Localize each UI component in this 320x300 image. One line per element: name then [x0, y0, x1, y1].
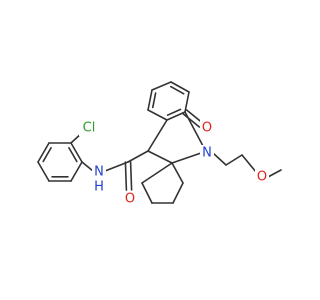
- amide-oxygen-label: O: [125, 192, 135, 207]
- c3-n2-bond: [171, 152, 202, 164]
- amide-carbonyl-double-bond-a: [124, 161, 128, 191]
- c8a-c4-bond: [147, 119, 168, 152]
- fused-benzene-bond: [147, 89, 153, 111]
- benzyl-ring-bond: [37, 142, 50, 163]
- benzyl-ring-inner-bond: [42, 146, 52, 163]
- bond-layer: [37, 81, 282, 204]
- spiro-ring-bond: [172, 182, 184, 204]
- lactam-carbonyl-double-bond-b: [185, 109, 204, 124]
- lactam-oxygen-label: O: [202, 121, 212, 136]
- amide-n-carbonyl-bond: [104, 161, 129, 172]
- lactam-oxygen-atom: O: [200, 120, 214, 136]
- benzyl-ring-bond: [70, 161, 83, 182]
- fused-benzene-inner-bond: [166, 108, 182, 116]
- c4-c3-bond: [147, 150, 173, 164]
- chlorine-atom: Cl: [79, 120, 99, 136]
- amide-nitrogen-label: N: [94, 165, 104, 180]
- spiro-ring-bond: [171, 162, 184, 184]
- benzyl-ring-bond: [70, 142, 83, 163]
- chlorine-label: Cl: [83, 121, 96, 136]
- atom-label-layer: Cl N H O O N O: [79, 120, 269, 207]
- ether-oxygen-label: O: [257, 170, 267, 185]
- fused-benzene-bond: [147, 109, 168, 121]
- structure-canvas: Cl N H O O N O: [37, 81, 282, 207]
- ch2-ch2-bond: [225, 154, 243, 166]
- fused-benzene-bond: [151, 81, 172, 91]
- benzyl-ch2-bond: [81, 161, 94, 172]
- ring-nitrogen-atom: N: [200, 145, 214, 161]
- fused-benzene-inner-bond: [151, 92, 157, 109]
- fused-benzene-bond: [166, 111, 186, 121]
- amide-nh-group: N H: [92, 164, 106, 196]
- fused-benzene-bond: [170, 81, 190, 93]
- amide-carbonyl-double-bond-b: [129, 161, 133, 191]
- fused-benzene-bond: [184, 91, 190, 113]
- n-ch2-bond: [212, 152, 227, 166]
- ring-nitrogen-label: N: [202, 146, 212, 161]
- carbonyl-c4-bond: [127, 150, 149, 163]
- ether-oxygen-atom: O: [255, 169, 269, 185]
- fused-benzene-inner-bond: [169, 85, 185, 95]
- benzyl-ring-inner-bond: [68, 146, 78, 163]
- amide-hydrogen-label: H: [94, 180, 104, 195]
- ch2-o-bond: [241, 154, 257, 173]
- lactam-carbonyl-double-bond-a: [182, 113, 201, 128]
- amide-oxygen-atom: O: [123, 191, 137, 207]
- o-ch3-bond: [267, 169, 282, 178]
- spiro-ring-bond: [141, 162, 173, 184]
- benzyl-ring-bond: [37, 161, 50, 182]
- spiro-ring-bond: [141, 182, 153, 204]
